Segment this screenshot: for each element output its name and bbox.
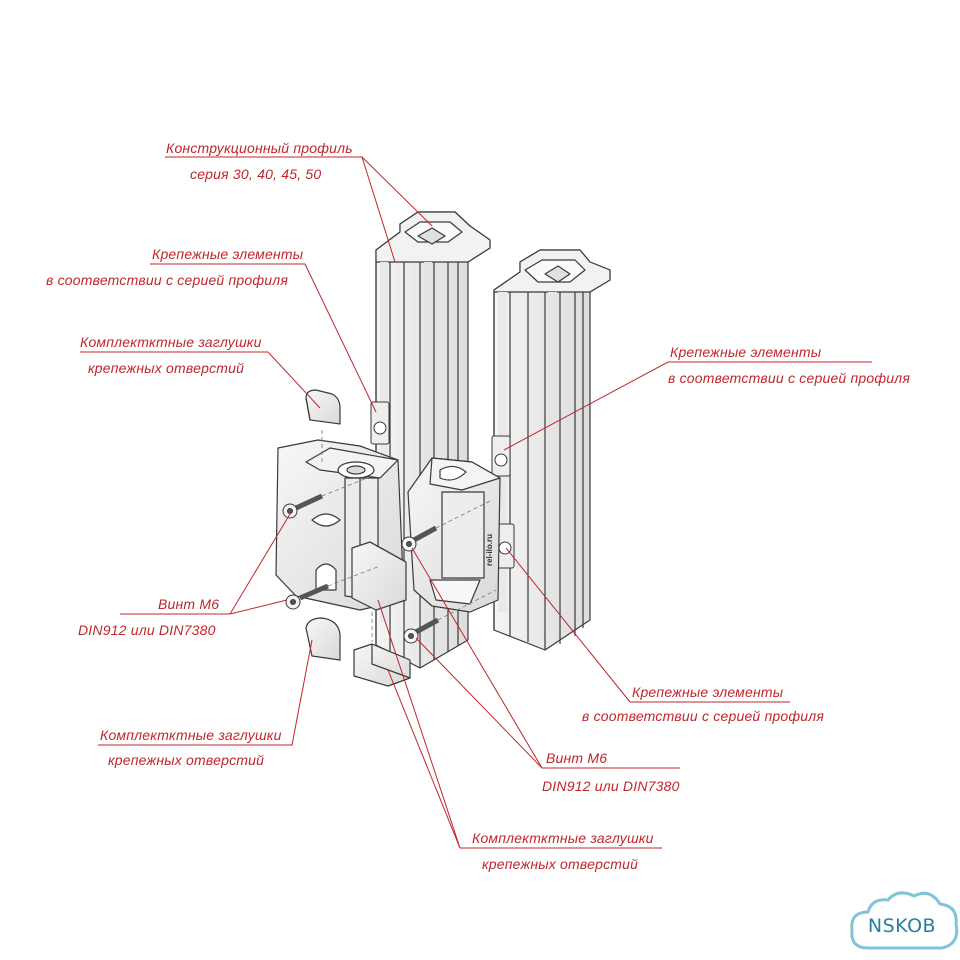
screw-right-upper xyxy=(401,525,438,552)
label-screw-right-1: Винт М6 xyxy=(546,750,608,766)
t-nut-right-profile-upper xyxy=(491,435,511,477)
label-caps-bottom-1: Комплектктные заглушки xyxy=(472,830,654,846)
label-fasteners-top-1: Крепежные элементы xyxy=(152,246,304,262)
assembly-axes xyxy=(321,430,497,642)
profile-left xyxy=(375,211,491,669)
label-screw-left-2: DIN912 или DIN7380 xyxy=(78,622,216,638)
screw-left-upper xyxy=(282,493,324,519)
leader-lines xyxy=(80,156,872,849)
hinge-stamp: rel-ilo.ru xyxy=(485,534,494,566)
label-caps-middle-2: крепежных отверстий xyxy=(108,752,265,768)
label-caps-top-2: крепежных отверстий xyxy=(88,360,245,376)
screw-right-lower xyxy=(403,617,440,644)
label-fasteners-right-2: в соответствии с серией профиля xyxy=(668,370,911,386)
profile-right xyxy=(493,249,611,651)
t-nut-left-profile xyxy=(370,401,390,445)
label-caps-top-1: Комплектктные заглушки xyxy=(80,334,262,350)
label-fasteners-top-2: в соответствии с серией профиля xyxy=(46,272,289,288)
label-screw-left-1: Винт М6 xyxy=(158,596,220,612)
label-fasteners-bottom-2: в соответствии с серией профиля xyxy=(582,708,825,724)
hinge-knuckle xyxy=(351,541,411,687)
label-fasteners-bottom-1: Крепежные элементы xyxy=(632,684,784,700)
label-profile-title: Конструкционный профиль xyxy=(166,140,353,156)
label-screw-right-2: DIN912 или DIN7380 xyxy=(542,778,680,794)
cap-upper xyxy=(305,389,341,425)
logo-text: NSKOB xyxy=(867,915,937,937)
cloud-logo xyxy=(850,891,959,950)
label-caps-middle-1: Комплектктные заглушки xyxy=(100,727,282,743)
cap-lower xyxy=(305,617,341,661)
logo: NSKOB xyxy=(846,894,958,960)
label-caps-bottom-2: крепежных отверстий xyxy=(482,856,639,872)
screw-left-lower xyxy=(285,583,329,610)
hinge-right-half xyxy=(407,457,501,613)
label-fasteners-right-1: Крепежные элементы xyxy=(670,344,822,360)
label-profile-series: серия 30, 40, 45, 50 xyxy=(190,166,322,182)
